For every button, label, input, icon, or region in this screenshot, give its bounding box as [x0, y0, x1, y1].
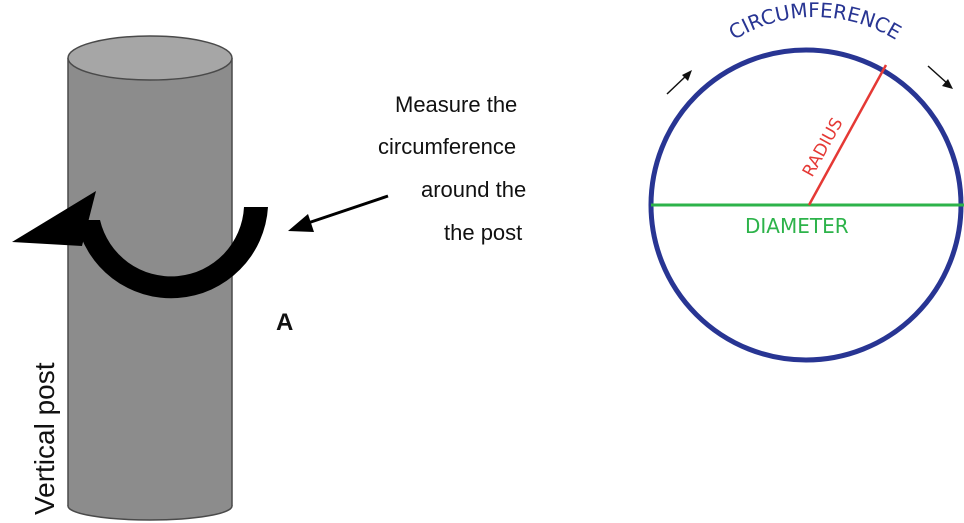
- instruction-line-1: Measure the: [395, 92, 517, 117]
- diameter-label: DIAMETER: [745, 214, 849, 238]
- rotation-arrow: [12, 191, 268, 299]
- pointer-arrow: [288, 194, 389, 232]
- point-a-label: A: [276, 309, 293, 336]
- circumference-arrow-left: [666, 70, 692, 95]
- radius-line: [807, 64, 888, 206]
- instruction-line-4: the post: [444, 220, 522, 245]
- vertical-post-label: Vertical post: [29, 362, 60, 515]
- circumference-arrow-right: [927, 65, 953, 89]
- instruction-line-2: circumference: [378, 134, 516, 159]
- circle-diagram: CIRCUMFERENCE RADIUS DIAMETER: [648, 0, 964, 363]
- rotation-arrow-head: [12, 191, 96, 246]
- instruction-line-3: around the: [421, 177, 526, 202]
- circumference-label: CIRCUMFERENCE: [724, 0, 905, 44]
- post-top: [67, 35, 233, 81]
